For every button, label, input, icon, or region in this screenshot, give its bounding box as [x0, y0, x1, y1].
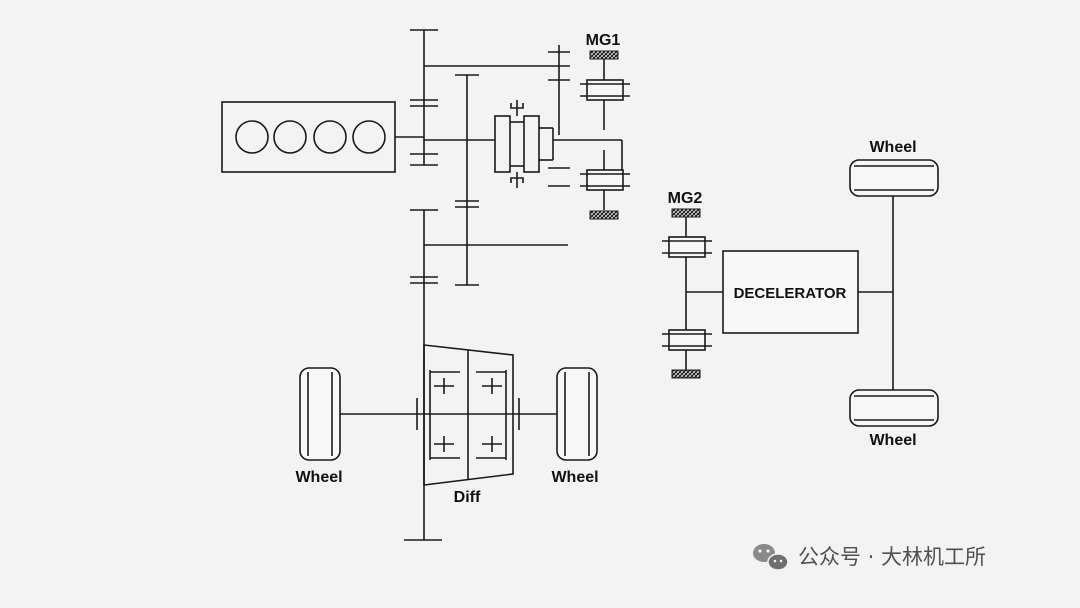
mg1-stator-top — [589, 50, 619, 60]
mg1-rotor-lower — [586, 169, 624, 191]
cylinder-1 — [235, 120, 269, 154]
input-gear-shaft — [410, 29, 570, 166]
engine-block — [221, 101, 396, 173]
diff-housing — [423, 344, 514, 486]
rear-top-wheel — [849, 159, 939, 197]
mg2-stator-top — [671, 208, 701, 218]
decelerator-box — [722, 250, 859, 334]
front-right-wheel: Wheel — [551, 367, 599, 486]
wheel-label-front-right: Wheel — [551, 469, 598, 486]
differential: Diff — [340, 344, 560, 506]
front-left-wheel: Wheel — [295, 367, 343, 486]
mg2-rotor-lower — [668, 329, 706, 351]
engine — [221, 101, 424, 173]
counter-shaft — [455, 74, 495, 286]
watermark: 公众号 · 大林机工所 — [753, 544, 986, 571]
watermark-text: 公众号 · 大林机工所 — [798, 545, 986, 569]
decelerator: DECELERATOR — [722, 250, 893, 334]
rear-axle: Wheel Wheel — [849, 139, 939, 449]
cylinder-4 — [352, 120, 386, 154]
cylinder-2 — [273, 120, 307, 154]
cylinder-3 — [313, 120, 347, 154]
wechat-icon — [753, 544, 789, 571]
mg1-stator-bottom — [589, 210, 619, 220]
mg1-rotor — [586, 79, 624, 101]
diff-label: Diff — [454, 489, 481, 506]
wheel-label-rear-bottom: Wheel — [869, 432, 916, 449]
clutch-assembly — [494, 45, 623, 188]
wheel-label-rear-top: Wheel — [869, 139, 916, 156]
intermediate-shaft — [404, 209, 568, 541]
mg1: MG1 — [580, 32, 630, 220]
decelerator-label: DECELERATOR — [734, 285, 847, 302]
wheel-label-front-left: Wheel — [295, 469, 342, 486]
rear-bottom-wheel — [849, 389, 939, 427]
mg2-rotor-upper — [668, 236, 706, 258]
mg2-label: MG2 — [668, 190, 703, 207]
mg1-label: MG1 — [586, 32, 621, 49]
mg2-stator-bottom — [671, 369, 701, 379]
mg2: MG2 — [662, 190, 723, 379]
